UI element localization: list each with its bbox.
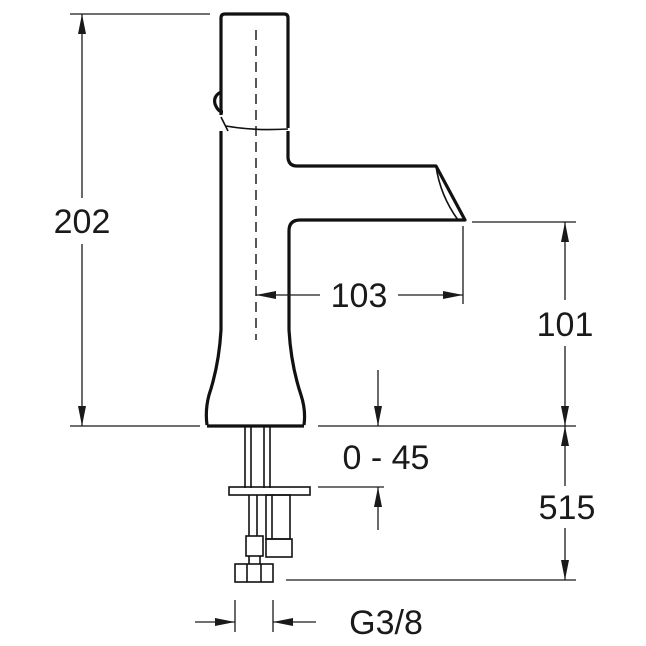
joint-ring-lower — [220, 116, 229, 132]
connection-nut — [234, 563, 274, 583]
arrow-conn-left — [273, 618, 293, 626]
label-spout-reach: 103 — [331, 277, 388, 315]
label-deck-thickness: 0 - 45 — [343, 439, 430, 477]
arrow-down-101 — [561, 406, 569, 426]
arrow-right — [443, 291, 463, 299]
arrow-tail-down — [561, 560, 569, 580]
dimension-spout-reach: 103 — [256, 226, 464, 315]
stud-nut — [265, 538, 293, 558]
arrow-up — [78, 14, 86, 34]
joint-ring — [225, 125, 289, 131]
dimension-total-height: 202 — [54, 13, 210, 427]
arrow-down — [78, 406, 86, 426]
arrow-left — [256, 291, 276, 299]
label-total-height: 202 — [54, 203, 111, 241]
dimension-spout-height: 101 — [318, 221, 594, 427]
arrow-deck-down — [374, 406, 382, 426]
arrow-tail-up — [561, 426, 569, 446]
faucet-body — [204, 12, 467, 428]
body-left-outline — [204, 131, 223, 426]
label-tail-length: 515 — [539, 489, 596, 527]
label-connection: G3/8 — [349, 604, 423, 642]
mounting-plate — [228, 486, 311, 496]
threaded-stud — [265, 494, 291, 540]
body-right-outline — [286, 131, 467, 426]
dimension-deck-thickness: 0 - 45 — [318, 370, 429, 530]
mounting-assembly — [228, 426, 311, 583]
dimension-connection: G3/8 — [195, 600, 423, 642]
arrow-up-101 — [561, 222, 569, 242]
arrow-deck-up — [374, 487, 382, 507]
dimension-tail-length: 515 — [286, 426, 596, 581]
arrow-conn-right — [215, 618, 235, 626]
faucet-handle-outline — [219, 12, 290, 128]
spout-tip — [435, 165, 459, 221]
hose-ferrule — [245, 535, 264, 557]
label-spout-height: 101 — [537, 306, 594, 344]
handle-knob — [213, 90, 224, 114]
